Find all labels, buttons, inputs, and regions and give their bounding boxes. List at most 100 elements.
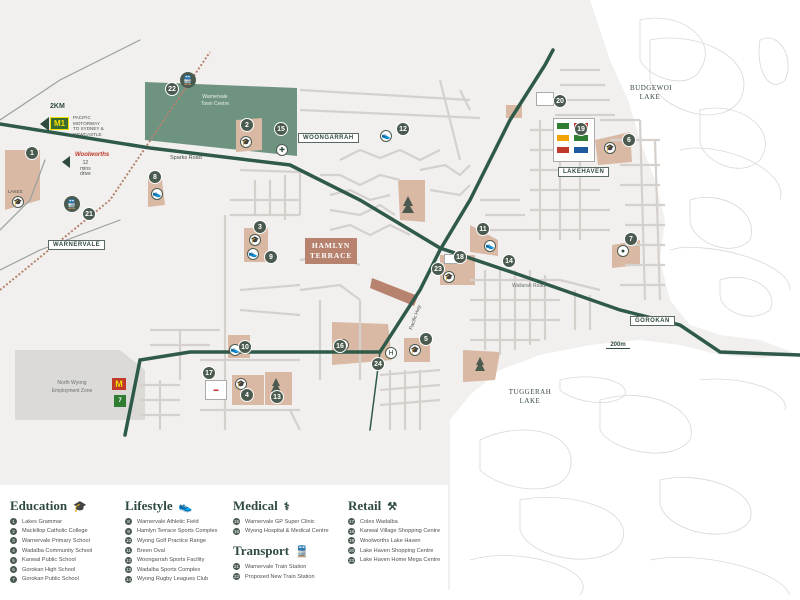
shopping-icon: ⚒ bbox=[387, 500, 398, 513]
legend-transport-title: Transport bbox=[233, 543, 290, 559]
train-icon: 🚆 bbox=[295, 545, 309, 558]
budgewoi-lake bbox=[590, 0, 800, 355]
marker-17[interactable]: 17 bbox=[202, 366, 216, 380]
sneakers-icon: 👟 bbox=[380, 130, 392, 142]
marker-22[interactable]: 22 bbox=[165, 82, 179, 96]
hospital-icon: H bbox=[385, 347, 397, 359]
arrow-left-icon bbox=[62, 156, 70, 168]
graduation-cap-icon: 🎓 bbox=[409, 344, 421, 356]
graduation-cap-icon: 🎓 bbox=[12, 196, 24, 208]
m1-badge: M1 bbox=[50, 117, 70, 130]
caduceus-icon: ⚕ bbox=[283, 500, 290, 513]
north-wyong-label-2: Employment Zone bbox=[52, 388, 93, 394]
mcdonalds-icon: M bbox=[112, 378, 126, 390]
sneakers-icon: 👟 bbox=[247, 248, 259, 260]
seven-eleven-icon: 7 bbox=[114, 395, 126, 407]
marker-4[interactable]: 4 bbox=[240, 388, 254, 402]
legend-education-title: Education bbox=[10, 498, 68, 513]
sneakers-icon: 👟 bbox=[484, 240, 496, 252]
marker-19[interactable]: 19 bbox=[574, 122, 588, 136]
woongarrah-label: WOONGARRAH bbox=[298, 133, 359, 143]
drive-time-text: 12 mins drive bbox=[80, 160, 91, 177]
graduation-cap-icon: 🎓 bbox=[443, 271, 455, 283]
motorway-sign: 2KM M1 PACIFIC MOTORWAY TO SYDNEY & NEWC… bbox=[40, 103, 116, 137]
marker-15[interactable]: 15 bbox=[274, 122, 288, 136]
marker-8[interactable]: 8 bbox=[148, 170, 162, 184]
scale-bar: 200m bbox=[606, 342, 630, 349]
train-icon: 🚆 bbox=[180, 72, 196, 88]
budgewoi-lake-label: BUDGEWOI LAKE bbox=[630, 84, 673, 101]
marker-3[interactable]: 3 bbox=[253, 220, 267, 234]
graduation-cap-icon: 🎓 bbox=[604, 142, 616, 154]
lakes-small-label: LAKES bbox=[8, 189, 23, 194]
graduation-cap-icon: 🎓 bbox=[235, 378, 247, 390]
hamlyn-terrace-label: HAMLYN TERRACE bbox=[305, 238, 357, 264]
main-roads bbox=[0, 39, 800, 437]
marker-13[interactable]: 13 bbox=[270, 390, 284, 404]
sneakers-icon: 👟 bbox=[178, 500, 193, 513]
shop-logo-icon bbox=[536, 92, 554, 106]
arrow-left-icon bbox=[40, 117, 49, 131]
gorokan-label: GOROKAN bbox=[630, 316, 675, 326]
wallarah-road-label: Wallarah Road bbox=[512, 283, 545, 289]
graduation-cap-icon: 🎓 bbox=[240, 136, 252, 148]
marker-10[interactable]: 10 bbox=[238, 340, 252, 354]
marker-16[interactable]: 16 bbox=[333, 339, 347, 353]
warnervale-label: WARNERVALE bbox=[48, 240, 106, 250]
marker-18[interactable]: 18 bbox=[453, 250, 467, 264]
marker-23[interactable]: 23 bbox=[431, 262, 445, 276]
graduation-cap-icon: 🎓 bbox=[249, 234, 261, 246]
marker-20[interactable]: 20 bbox=[553, 94, 567, 108]
marker-6[interactable]: 6 bbox=[622, 133, 636, 147]
hamlyn-terrace-site bbox=[370, 278, 418, 306]
marker-11[interactable]: 11 bbox=[476, 222, 490, 236]
legend-medical-title: Medical bbox=[233, 498, 278, 513]
marker-7[interactable]: 7 bbox=[624, 232, 638, 246]
marker-2[interactable]: 2 bbox=[240, 118, 254, 132]
medical-cross-icon: ✚ bbox=[276, 144, 288, 156]
train-icon: 🚆 bbox=[64, 196, 80, 212]
tuggerah-lake bbox=[450, 340, 800, 600]
north-wyong-label-1: North Wyong bbox=[57, 380, 86, 386]
marker-5[interactable]: 5 bbox=[419, 332, 433, 346]
tree-icons bbox=[271, 196, 485, 392]
marker-1[interactable]: 1 bbox=[25, 146, 39, 160]
north-wyong-employment-zone bbox=[15, 350, 145, 420]
coles-icon: ▬ bbox=[205, 380, 227, 400]
school-icon: ● bbox=[617, 245, 629, 257]
retail-icons bbox=[553, 118, 595, 162]
marker-24[interactable]: 24 bbox=[371, 357, 385, 371]
marker-12[interactable]: 12 bbox=[396, 122, 410, 136]
lakehaven-label: LAKEHAVEN bbox=[558, 167, 610, 177]
marker-21[interactable]: 21 bbox=[82, 207, 96, 221]
tuggerah-lake-label: TUGGERAH LAKE bbox=[508, 388, 552, 405]
motorway-text: PACIFIC MOTORWAY TO SYDNEY & NEWCASTLE bbox=[73, 115, 104, 137]
legend-lifestyle-title: Lifestyle bbox=[125, 498, 173, 513]
marker-9[interactable]: 9 bbox=[264, 250, 278, 264]
marker-14[interactable]: 14 bbox=[502, 254, 516, 268]
